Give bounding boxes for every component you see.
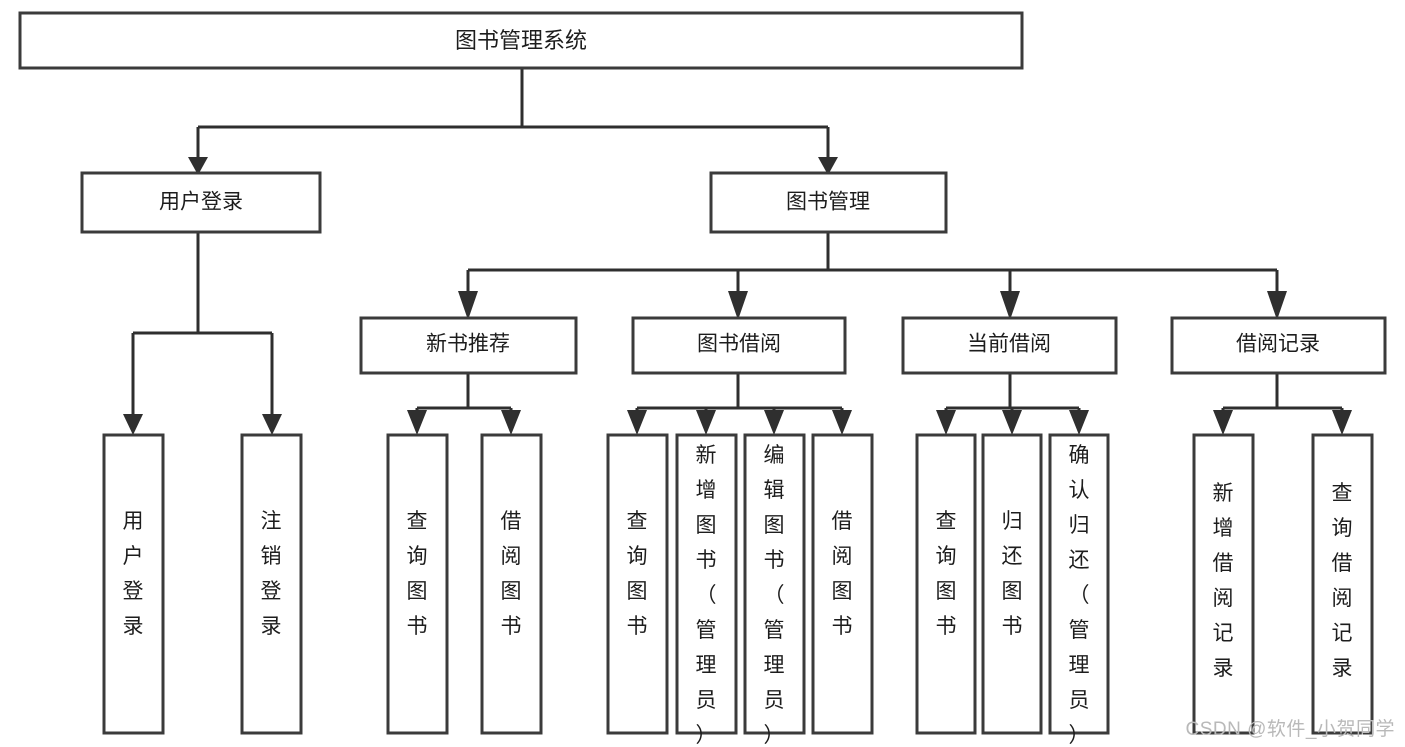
- arrow-to-leaf-query-book-b: [627, 410, 647, 435]
- arrow-to-leaf-user-login: [123, 414, 143, 435]
- arrow-root-to-book-manage: [818, 157, 838, 175]
- leaf-node-confirm-return-admin-box[interactable]: [1048, 433, 1110, 735]
- node-new-book-recommend-label: 新书推荐: [426, 333, 510, 356]
- leaf-node-query-book-current-label: 查询图书: [936, 510, 957, 638]
- leaf-node-user-login-label: 用户登录: [123, 510, 144, 638]
- arrow-to-leaf-add-record: [1213, 410, 1233, 435]
- connector-layer: [123, 68, 1352, 435]
- node-root-system-label: 图书管理系统: [455, 28, 587, 53]
- node-book-borrow-label: 图书借阅: [697, 333, 781, 356]
- node-borrow-record-label: 借阅记录: [1236, 333, 1320, 356]
- node-book-management[interactable]: 图书管理: [709, 171, 948, 234]
- leaf-node-return-book-label: 归还图书: [1002, 510, 1023, 638]
- leaf-node-logout-label: 注销登录: [261, 510, 282, 638]
- node-borrow-record-box[interactable]: [1170, 316, 1387, 375]
- leaf-node-borrow-book-borrow-box[interactable]: [811, 433, 874, 735]
- arrow-to-module-current: [1000, 291, 1020, 320]
- leaf-node-query-book-borrow[interactable]: 查询图书: [606, 433, 669, 735]
- leaf-node-query-book-borrow-label: 查询图书: [627, 510, 648, 638]
- leaf-node-add-book-admin-box[interactable]: [675, 433, 738, 735]
- arrow-to-leaf-add-book: [696, 410, 716, 435]
- node-borrow-record[interactable]: 借阅记录: [1170, 316, 1387, 375]
- leaf-node-edit-book-admin-label: 编辑图书（管理员）: [764, 444, 785, 747]
- leaf-node-add-borrow-record-label: 新增借阅记录: [1213, 482, 1234, 680]
- leaf-node-query-borrow-record[interactable]: 查询借阅记录: [1311, 433, 1374, 735]
- arrow-to-module-record: [1267, 291, 1287, 320]
- arrow-to-leaf-query-book-c: [936, 410, 956, 435]
- leaf-node-edit-book-admin-box[interactable]: [743, 433, 806, 735]
- node-new-book-recommend-box[interactable]: [359, 316, 578, 375]
- arrow-to-leaf-return-book: [1002, 410, 1022, 435]
- leaf-node-borrow-book-borrow[interactable]: 借阅图书: [811, 433, 874, 735]
- arrow-to-leaf-confirm-return: [1069, 410, 1089, 435]
- leaf-node-borrow-book-recommend[interactable]: 借阅图书: [480, 433, 543, 735]
- leaf-node-borrow-book-borrow-label: 借阅图书: [832, 510, 853, 638]
- leaf-node-confirm-return-admin-label: 确认归还（管理员）: [1069, 444, 1090, 747]
- leaf-node-confirm-return-admin[interactable]: 确认归还（管理员）: [1048, 433, 1110, 747]
- leaf-node-logout[interactable]: 注销登录: [240, 433, 303, 735]
- node-current-borrow-label: 当前借阅: [967, 333, 1051, 356]
- node-new-book-recommend[interactable]: 新书推荐: [359, 316, 578, 375]
- arrow-to-module-borrow: [728, 291, 748, 320]
- leaf-node-add-book-admin[interactable]: 新增图书（管理员）: [675, 433, 738, 747]
- leaf-node-query-book-current-box[interactable]: [915, 433, 977, 735]
- leaf-node-query-book-recommend-box[interactable]: [386, 433, 449, 735]
- node-root-system[interactable]: 图书管理系统: [18, 11, 1024, 70]
- leaf-node-user-login[interactable]: 用户登录: [102, 433, 165, 735]
- leaf-node-query-borrow-record-label: 查询借阅记录: [1332, 482, 1353, 680]
- leaf-node-query-book-borrow-box[interactable]: [606, 433, 669, 735]
- arrow-to-leaf-query-book-a: [407, 410, 427, 435]
- leaf-node-borrow-book-recommend-box[interactable]: [480, 433, 543, 735]
- leaf-node-user-login-box[interactable]: [102, 433, 165, 735]
- leaf-node-query-book-recommend-label: 查询图书: [407, 510, 428, 638]
- leaf-node-query-book-current[interactable]: 查询图书: [915, 433, 977, 735]
- leaf-node-return-book[interactable]: 归还图书: [981, 433, 1043, 735]
- arrow-to-module-new-book: [458, 291, 478, 320]
- leaf-node-return-book-box[interactable]: [981, 433, 1043, 735]
- leaf-node-logout-box[interactable]: [240, 433, 303, 735]
- arrow-to-leaf-logout: [262, 414, 282, 435]
- leaf-node-borrow-book-recommend-label: 借阅图书: [501, 510, 522, 638]
- leaf-node-add-borrow-record-box[interactable]: [1192, 433, 1255, 735]
- node-book-management-label: 图书管理: [786, 191, 870, 214]
- node-current-borrow-box[interactable]: [901, 316, 1118, 375]
- arrow-to-leaf-borrow-book-a: [501, 410, 521, 435]
- leaf-node-query-borrow-record-box[interactable]: [1311, 433, 1374, 735]
- node-current-borrow[interactable]: 当前借阅: [901, 316, 1118, 375]
- arrow-to-leaf-query-record: [1332, 410, 1352, 435]
- node-book-management-box[interactable]: [709, 171, 948, 234]
- node-user-login-label: 用户登录: [159, 191, 243, 214]
- node-book-borrow[interactable]: 图书借阅: [631, 316, 847, 375]
- node-root-system-box[interactable]: [18, 11, 1024, 70]
- leaf-node-query-book-recommend[interactable]: 查询图书: [386, 433, 449, 735]
- arrow-to-leaf-borrow-book-b: [832, 410, 852, 435]
- node-book-borrow-box[interactable]: [631, 316, 847, 375]
- leaf-node-edit-book-admin[interactable]: 编辑图书（管理员）: [743, 433, 806, 747]
- leaf-node-add-book-admin-label: 新增图书（管理员）: [696, 444, 717, 747]
- arrow-root-to-user-login: [188, 157, 208, 175]
- node-user-login-box[interactable]: [80, 171, 322, 234]
- node-user-login[interactable]: 用户登录: [80, 171, 322, 234]
- arrow-to-leaf-edit-book: [764, 410, 784, 435]
- leaf-node-add-borrow-record[interactable]: 新增借阅记录: [1192, 433, 1255, 735]
